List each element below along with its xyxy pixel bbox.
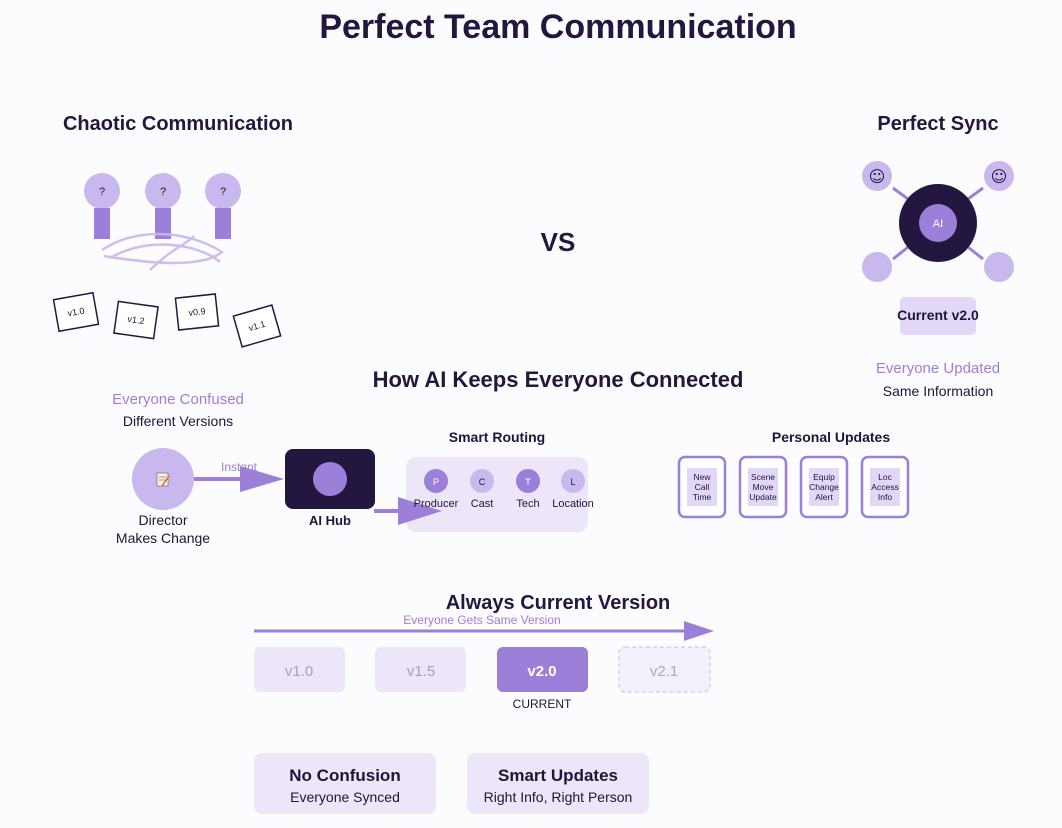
- benefit-subtitle: Right Info, Right Person: [484, 789, 633, 805]
- current-version-text: Current v2.0: [897, 307, 979, 323]
- svg-text:Loc: Loc: [878, 472, 892, 482]
- svg-text:v1.0: v1.0: [67, 306, 85, 319]
- svg-text:Scene: Scene: [751, 472, 775, 482]
- how-section: How AI Keeps Everyone Connected Director…: [116, 367, 910, 546]
- svg-text:Update: Update: [749, 492, 777, 502]
- confused-person-1: ?: [84, 173, 120, 239]
- svg-text:T: T: [525, 477, 531, 487]
- sync-heading: Perfect Sync: [877, 113, 998, 135]
- version-paper-1: v1.0: [52, 291, 100, 333]
- svg-text:Time: Time: [693, 492, 712, 502]
- timeline-arrow-head: [684, 621, 714, 641]
- sync-status: Everyone Updated: [876, 360, 1000, 377]
- tangled-lines: [101, 232, 225, 271]
- question-mark: ?: [99, 186, 105, 198]
- happy-person-1: ☺: [862, 161, 892, 191]
- route-tech: T Tech: [516, 469, 540, 510]
- route-label: Location: [552, 498, 594, 510]
- director-label: Director: [138, 512, 187, 528]
- smile-icon: ☺: [869, 167, 886, 186]
- svg-text:v0.9: v0.9: [188, 306, 206, 318]
- svg-text:Access: Access: [871, 482, 898, 492]
- svg-text:v1.0: v1.0: [285, 663, 313, 680]
- route-label: Tech: [516, 498, 539, 510]
- update-card-1: New Call Time: [677, 455, 727, 519]
- svg-text:C: C: [479, 477, 486, 487]
- svg-text:Change: Change: [809, 482, 839, 492]
- current-label: CURRENT: [513, 697, 572, 711]
- smart-routing-panel: [406, 457, 588, 532]
- svg-text:v2.1: v2.1: [650, 663, 678, 680]
- svg-text:v1.2: v1.2: [127, 314, 145, 326]
- svg-text:Call: Call: [695, 482, 710, 492]
- memo-icon: [156, 472, 170, 487]
- svg-text:Equip: Equip: [813, 472, 835, 482]
- version-paper-2: v1.2: [113, 300, 159, 340]
- svg-text:New: New: [693, 472, 711, 482]
- benefit-card-no-confusion: No Confusion Everyone Synced: [254, 753, 436, 814]
- route-location: L Location: [552, 469, 594, 510]
- benefit-subtitle: Everyone Synced: [290, 789, 400, 805]
- ai-hub-label: AI Hub: [309, 513, 351, 528]
- synced-person-4: [984, 252, 1014, 282]
- chaotic-subtext: Different Versions: [123, 413, 233, 429]
- ai-hub-label: AI: [933, 218, 943, 230]
- version-paper-4: v1.1: [232, 304, 282, 348]
- happy-person-2: ☺: [984, 161, 1014, 191]
- confused-person-2: ?: [145, 173, 181, 239]
- director-node: [132, 448, 194, 510]
- svg-text:Alert: Alert: [815, 492, 833, 502]
- always-current-heading: Always Current Version: [446, 592, 671, 614]
- how-heading: How AI Keeps Everyone Connected: [373, 367, 744, 392]
- version-box-future: v2.1: [618, 646, 711, 693]
- benefit-card-smart-updates: Smart Updates Right Info, Right Person: [467, 753, 649, 814]
- personal-updates-heading: Personal Updates: [772, 429, 890, 445]
- update-card-3: Equip Change Alert: [799, 455, 849, 519]
- svg-text:L: L: [570, 477, 575, 487]
- page-title: Perfect Team Communication: [319, 8, 796, 46]
- version-box-current: v2.0: [497, 647, 588, 692]
- version-box-old-1: v1.0: [254, 647, 345, 692]
- update-card-2: Scene Move Update: [738, 455, 788, 519]
- chaotic-section: Chaotic Communication ? ? ? v1.0: [52, 113, 293, 429]
- svg-text:Info: Info: [878, 492, 892, 502]
- question-mark: ?: [160, 186, 166, 198]
- smart-routing-heading: Smart Routing: [449, 429, 545, 445]
- chaotic-status: Everyone Confused: [112, 391, 244, 408]
- sync-subtext: Same Information: [883, 383, 994, 399]
- svg-text:v1.5: v1.5: [407, 663, 435, 680]
- routing-arrow-head: [398, 497, 442, 525]
- version-box-old-2: v1.5: [375, 647, 466, 692]
- question-mark: ?: [220, 186, 226, 198]
- director-sublabel: Makes Change: [116, 530, 210, 546]
- vs-label: VS: [541, 227, 576, 257]
- instant-label: Instant: [221, 460, 258, 474]
- update-card-4: Loc Access Info: [860, 455, 910, 519]
- instant-arrow-head: [240, 466, 284, 492]
- current-version-badge: [900, 297, 976, 335]
- smile-icon: ☺: [991, 167, 1008, 186]
- svg-text:v2.0: v2.0: [527, 663, 556, 680]
- always-current-section: Always Current Version Everyone Gets Sam…: [254, 592, 714, 711]
- ai-sync-hub: AI: [899, 184, 977, 262]
- route-label: Producer: [414, 498, 459, 510]
- svg-text:Move: Move: [753, 482, 774, 492]
- benefit-title: No Confusion: [289, 766, 400, 785]
- synced-person-3: [862, 252, 892, 282]
- route-producer: P Producer: [414, 469, 459, 510]
- version-paper-3: v0.9: [174, 293, 220, 331]
- route-label: Cast: [471, 498, 494, 510]
- chaotic-heading: Chaotic Communication: [63, 113, 293, 135]
- sync-section: Perfect Sync ☺ ☺ AI Current v2.0 Everyon…: [862, 113, 1014, 399]
- route-cast: C Cast: [470, 469, 494, 510]
- ai-hub-core: [313, 462, 347, 496]
- benefit-title: Smart Updates: [498, 766, 618, 785]
- svg-text:v1.1: v1.1: [247, 319, 266, 333]
- timeline-arrow-label: Everyone Gets Same Version: [403, 613, 560, 627]
- svg-text:P: P: [433, 477, 439, 487]
- confused-person-3: ?: [205, 173, 241, 239]
